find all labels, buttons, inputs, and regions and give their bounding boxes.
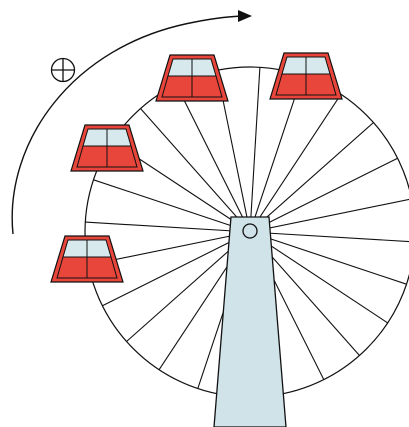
crosshair-hotspot[interactable]: [44, 52, 82, 90]
wheel-spoke: [249, 67, 261, 233]
wheel-spoke: [102, 231, 251, 307]
curved-arrow-icon[interactable]: [11, 10, 252, 235]
wheel-spoke: [249, 157, 398, 233]
wheel-spoke: [85, 221, 251, 233]
wheel-spoke: [249, 231, 389, 324]
wheel-spoke: [93, 179, 251, 233]
wheel-spoke: [249, 75, 303, 233]
crosshair-icon[interactable]: [50, 57, 76, 83]
gondolas: [50, 52, 343, 283]
hub: [242, 223, 258, 239]
gondola: [70, 124, 144, 172]
gondola: [269, 52, 343, 100]
wheel-spoke: [175, 84, 251, 233]
wheel-spoke: [249, 231, 407, 285]
gondola: [155, 54, 229, 102]
wheel-spoke: [249, 122, 374, 233]
wheel-spoke: [140, 108, 251, 233]
wheel-spoke: [249, 93, 342, 233]
wheel-spoke: [249, 231, 409, 243]
support-tower: [213, 216, 287, 427]
gondola: [50, 235, 124, 283]
wheel-spoke: [249, 198, 409, 233]
